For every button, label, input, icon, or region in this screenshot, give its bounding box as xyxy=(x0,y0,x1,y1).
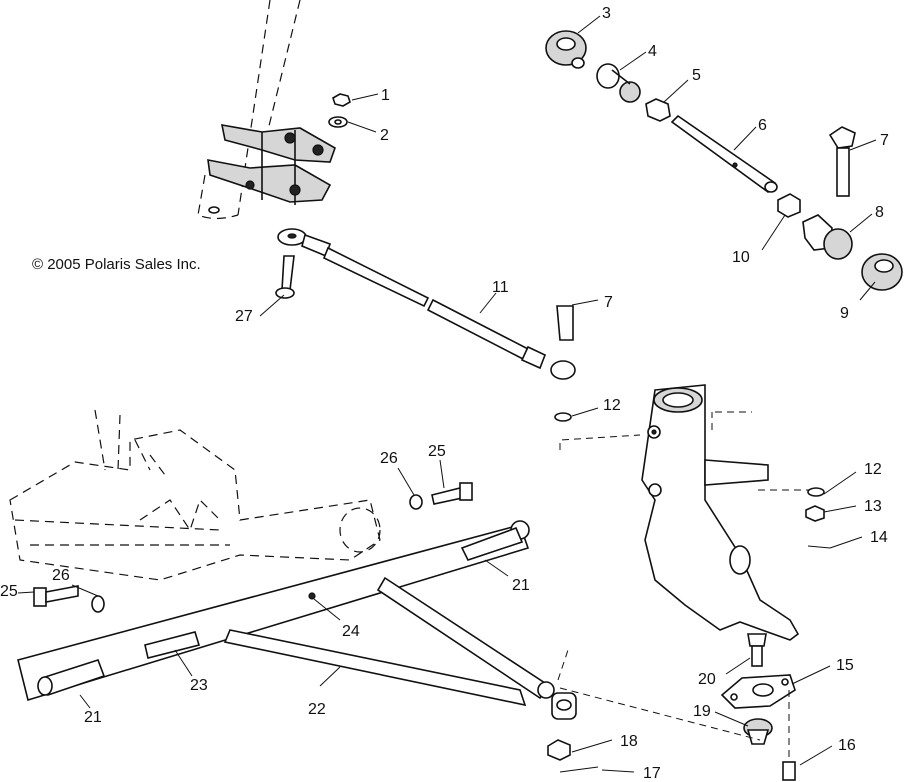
callout-21-right: 21 xyxy=(512,577,530,594)
callout-25-left: 25 xyxy=(0,583,18,600)
washer-12a xyxy=(554,412,572,422)
callout-5: 5 xyxy=(692,67,701,84)
callout-12-lower: 12 xyxy=(864,461,882,478)
rod-end-8 xyxy=(802,214,853,260)
tie-rod-11 xyxy=(277,228,576,380)
callout-23: 23 xyxy=(190,677,208,694)
callout-4: 4 xyxy=(648,43,657,60)
callout-7-upper: 7 xyxy=(880,132,889,149)
callout-15: 15 xyxy=(836,657,854,674)
callout-18: 18 xyxy=(620,733,638,750)
callout-11: 11 xyxy=(492,279,509,296)
jam-nut-10 xyxy=(777,193,801,218)
callout-12-upper: 12 xyxy=(603,397,621,414)
callout-labels: 1 2 3 4 5 6 7 8 9 10 11 7 27 12 12 13 14… xyxy=(0,5,889,782)
rod-end-bushing-9 xyxy=(861,253,903,291)
callout-26-right: 26 xyxy=(380,450,398,467)
callout-16: 16 xyxy=(838,737,856,754)
washer-26-right xyxy=(409,494,423,510)
cotter-pin-14 xyxy=(807,545,831,549)
callout-7-lower: 7 xyxy=(604,294,613,311)
a-arm-22-24 xyxy=(17,520,555,707)
callout-19: 19 xyxy=(693,703,711,720)
rod-end-bushing-3 xyxy=(545,30,587,69)
tie-rod-tube-6 xyxy=(670,114,778,194)
rod-end-4 xyxy=(596,63,641,103)
washer-2 xyxy=(328,116,348,128)
callout-10: 10 xyxy=(732,249,750,266)
frame xyxy=(9,409,381,581)
callout-22: 22 xyxy=(308,701,326,718)
bolt-16 xyxy=(782,761,796,781)
callout-9: 9 xyxy=(840,305,849,322)
spindle xyxy=(641,384,800,641)
nut-13 xyxy=(805,505,825,522)
spindle-guide-line xyxy=(559,411,812,491)
callout-27: 27 xyxy=(235,308,253,325)
pivot-tube-21b xyxy=(460,526,524,561)
ball-joint-19 xyxy=(743,718,773,745)
callout-25-right: 25 xyxy=(428,443,446,460)
a-arm-guide-line xyxy=(557,649,761,741)
copyright-text: © 2005 Polaris Sales Inc. xyxy=(32,256,201,273)
callout-17: 17 xyxy=(643,765,661,782)
bolt-20 xyxy=(747,633,767,667)
callout-3: 3 xyxy=(602,5,611,22)
callout-6: 6 xyxy=(758,117,767,134)
cotter-pin-17 xyxy=(559,766,599,773)
washer-12b xyxy=(807,487,825,497)
leader-lines xyxy=(17,15,877,773)
callout-8: 8 xyxy=(875,204,884,221)
jam-nut-5 xyxy=(645,98,671,122)
nut-1 xyxy=(332,93,351,107)
sleeve-23 xyxy=(144,631,201,659)
callout-26-left: 26 xyxy=(52,567,70,584)
callout-24: 24 xyxy=(342,623,360,640)
nut-18 xyxy=(547,739,571,761)
pivot-tube-21a xyxy=(37,659,106,697)
bushing-18-joint xyxy=(551,692,577,720)
callout-2: 2 xyxy=(380,127,389,144)
bolt-7-upper xyxy=(828,126,856,197)
steering-bracket xyxy=(207,124,336,205)
callout-1: 1 xyxy=(381,87,390,104)
bolt-25-left xyxy=(33,585,79,607)
plate-15 xyxy=(720,674,796,709)
bolt-25-right xyxy=(431,482,473,505)
bolt-7-lower xyxy=(556,305,574,341)
callout-20: 20 xyxy=(698,671,716,688)
callout-21-left: 21 xyxy=(84,709,102,726)
bolt-27 xyxy=(275,255,295,299)
washer-26-left xyxy=(91,595,105,613)
callout-14: 14 xyxy=(870,529,888,546)
callout-13: 13 xyxy=(864,498,882,515)
